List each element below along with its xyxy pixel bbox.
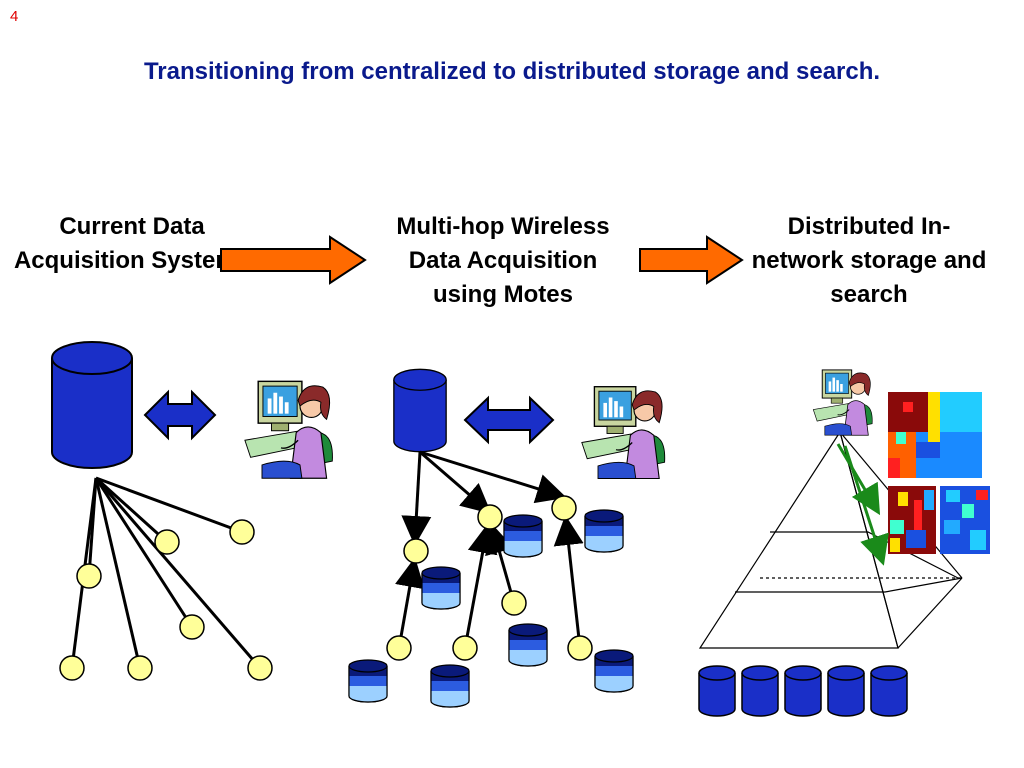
heatmap-tile-icon-top [888,392,982,478]
person-at-computer-icon [244,380,334,479]
stage-label-current: Current Data Acquisition Systems [13,213,251,274]
direct-links [70,476,262,669]
heatmap-tile-icon-left [888,486,936,554]
pyramid-pointer-arrows [836,443,889,566]
bidirectional-arrow-2 [463,395,555,445]
heatmap-tile-icon-right [940,486,990,554]
database-icons-pyramid-base [698,665,908,717]
sensor-mote-icons-stage2 [386,495,593,661]
transition-arrow-2 [639,235,744,285]
person-at-computer-icon-3 [812,369,873,436]
storage-stack-icons-stage2 [348,509,634,708]
bidirectional-arrow-1 [143,389,217,441]
stage-label-distributed: Distributed In-network storage and searc… [751,213,987,308]
central-database-icon-2 [392,368,448,453]
person-at-computer-icon-2 [581,386,666,480]
slide-number: 4 [10,8,19,25]
central-database-icon [51,341,133,469]
multihop-links [395,450,584,649]
sensor-mote-icons-stage1 [59,519,273,681]
stage-label-multihop: Multi-hop Wireless Data Acquisition usin… [396,213,610,308]
slide-title: Transitioning from centralized to distri… [143,58,881,85]
transition-arrow-1 [220,235,367,285]
